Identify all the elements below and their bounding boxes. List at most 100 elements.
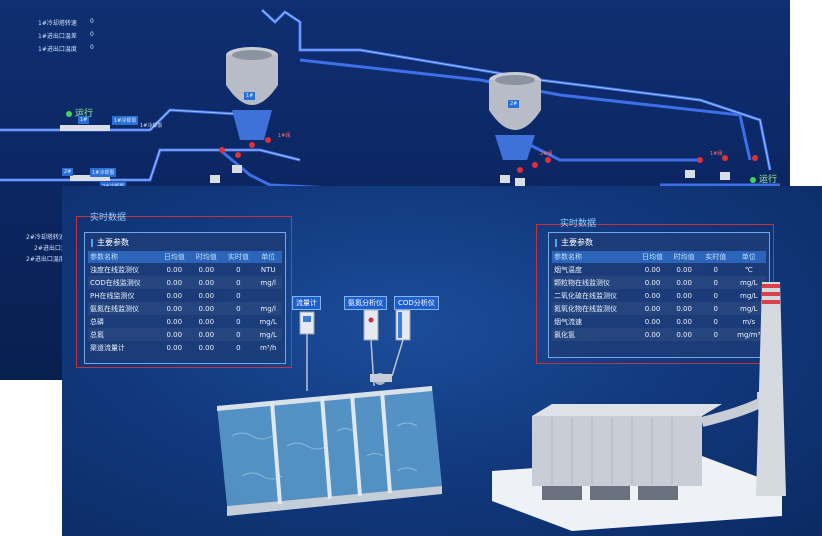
table-header-row: 参数名称 日均值 时均值 实时值 单位: [552, 251, 766, 263]
status-dot-icon: [750, 176, 756, 183]
stat-value: 0: [90, 31, 94, 38]
pipe-network: [0, 8, 780, 197]
realtime-value: 0: [713, 265, 718, 274]
status-text: 运行: [759, 175, 778, 185]
pipe-lower-left: [0, 148, 301, 182]
pipe-right-lower: [519, 138, 700, 162]
furnace-building: [492, 404, 782, 531]
daily-avg: 0.00: [166, 291, 183, 300]
hourly-avg: 0.00: [676, 317, 692, 326]
pipe-label: 1#: [78, 116, 90, 124]
daily-avg: 0.00: [158, 302, 191, 315]
realtime-value: 0: [236, 317, 241, 326]
flow-meter-device: [299, 311, 315, 391]
table-row: 浊度在线监测仪 0.00 0.00 0 NTU: [88, 263, 282, 276]
unit: mg/l: [254, 302, 282, 315]
unit: mg/L: [731, 276, 766, 289]
cooling-tower-1: [226, 47, 278, 140]
hourly-avg: 0.00: [198, 265, 215, 274]
param-name: PH在线监测仪: [90, 291, 135, 300]
valve-tag: 2#阀: [540, 151, 553, 157]
unit: mg/L: [259, 317, 277, 326]
unit: m/s: [742, 317, 756, 326]
col-header: 实时值: [222, 251, 255, 263]
pipe-label: 1#冷却泵: [112, 116, 139, 125]
table-row: 总氮 0.00 0.00 0 mg/L: [88, 328, 282, 341]
left-data-frame: [76, 216, 292, 368]
water-tank: [217, 386, 442, 516]
daily-avg: 0.00: [158, 328, 191, 341]
unit: mg/m³: [731, 328, 766, 341]
stat-value: 0: [90, 44, 94, 51]
hourly-avg: 0.00: [198, 291, 215, 300]
unit: mg/L: [254, 328, 282, 341]
daily-avg: 0.00: [166, 343, 183, 352]
unit: mg/L: [731, 302, 766, 315]
left-panel-title: 主要参数: [91, 237, 129, 248]
chimney-stack: [700, 282, 786, 496]
table-row: 氮氧化物在线监测仪 0.00 0.00 0 mg/L: [552, 302, 766, 315]
daily-avg: 0.00: [158, 276, 191, 289]
left-params-table: 参数名称 日均值 时均值 实时值 单位 浊度在线监测仪 0.00 0.00 0 …: [88, 251, 282, 354]
realtime-value: 0: [236, 291, 241, 300]
table-row: 总磷 0.00 0.00 0 mg/L: [88, 315, 282, 328]
param-name: 总氮: [88, 328, 159, 341]
unit: NTU: [260, 265, 276, 274]
hourly-avg: 0.00: [190, 328, 223, 341]
daily-avg: 0.00: [166, 265, 183, 274]
col-header: 参数名称: [88, 251, 159, 263]
param-name: 渠道流量计: [90, 343, 125, 352]
stat-row: 1#进出口温差 0: [38, 31, 94, 40]
table-row: 烟气温度 0.00 0.00 0 ℃: [552, 263, 766, 276]
daily-avg: 0.00: [636, 328, 669, 341]
table-row: 渠道流量计 0.00 0.00 0 m³/h: [88, 341, 282, 354]
col-header: 时均值: [668, 251, 700, 263]
bottom-stat: 2#进出口温度: [26, 256, 65, 263]
flow-meter-label: 流量计: [292, 296, 321, 310]
status-dot-icon: [66, 110, 72, 117]
daily-avg: 0.00: [644, 291, 661, 300]
realtime-value: 0: [236, 343, 241, 352]
col-header: 参数名称: [552, 251, 637, 263]
table-row: 颗粒物在线监测仪 0.00 0.00 0 mg/L: [552, 276, 766, 289]
table-row: 烟气流速 0.00 0.00 0 m/s: [552, 315, 766, 328]
unit: mg/L: [740, 291, 758, 300]
table-row: PH在线监测仪 0.00 0.00 0: [88, 289, 282, 302]
cod-analyzer-device: [391, 309, 411, 377]
hourly-avg: 0.00: [668, 276, 700, 289]
pump-icon: [370, 373, 392, 385]
status-running-left: 运行: [66, 106, 93, 119]
right-params-table: 参数名称 日均值 时均值 实时值 单位 烟气温度 0.00 0.00 0 ℃ 颗…: [552, 251, 766, 341]
daily-avg: 0.00: [636, 302, 669, 315]
daily-avg: 0.00: [636, 276, 669, 289]
hourly-avg: 0.00: [668, 302, 700, 315]
stat-row: 1#冷却塔转速 0: [38, 18, 94, 27]
col-header: 实时值: [699, 251, 732, 263]
realtime-value: 0: [222, 302, 255, 315]
param-name: 氯化氢: [552, 328, 637, 341]
realtime-value: 0: [713, 291, 718, 300]
pump-note: 1#冷却泵: [140, 123, 163, 129]
tower-2-badge: 2#: [508, 100, 520, 108]
param-name: 总磷: [90, 317, 104, 326]
col-header: 时均值: [190, 251, 223, 263]
hourly-avg: 0.00: [668, 328, 700, 341]
unit: m³/h: [259, 343, 277, 352]
realtime-value: 0: [236, 265, 241, 274]
param-name: 浊度在线监测仪: [90, 265, 139, 274]
col-header: 单位: [254, 251, 282, 263]
stat-value: 0: [90, 18, 94, 25]
hourly-avg: 0.00: [676, 265, 692, 274]
valve-tag: 1#阀: [278, 133, 291, 139]
hourly-avg: 0.00: [190, 302, 223, 315]
pipe-label: 2#: [62, 168, 74, 176]
right-frame-title: 实时数据: [560, 219, 597, 229]
table-header-row: 参数名称 日均值 时均值 实时值 单位: [88, 251, 282, 263]
bottom-stat: 2#冷却塔转速: [26, 234, 65, 241]
param-name: 二氧化硫在线监测仪: [554, 291, 617, 300]
col-header: 日均值: [158, 251, 191, 263]
realtime-value: 0: [699, 302, 732, 315]
hourly-avg: 0.00: [198, 317, 215, 326]
daily-avg: 0.00: [644, 317, 661, 326]
table-row: 氨氮在线监测仪 0.00 0.00 0 mg/l: [88, 302, 282, 315]
